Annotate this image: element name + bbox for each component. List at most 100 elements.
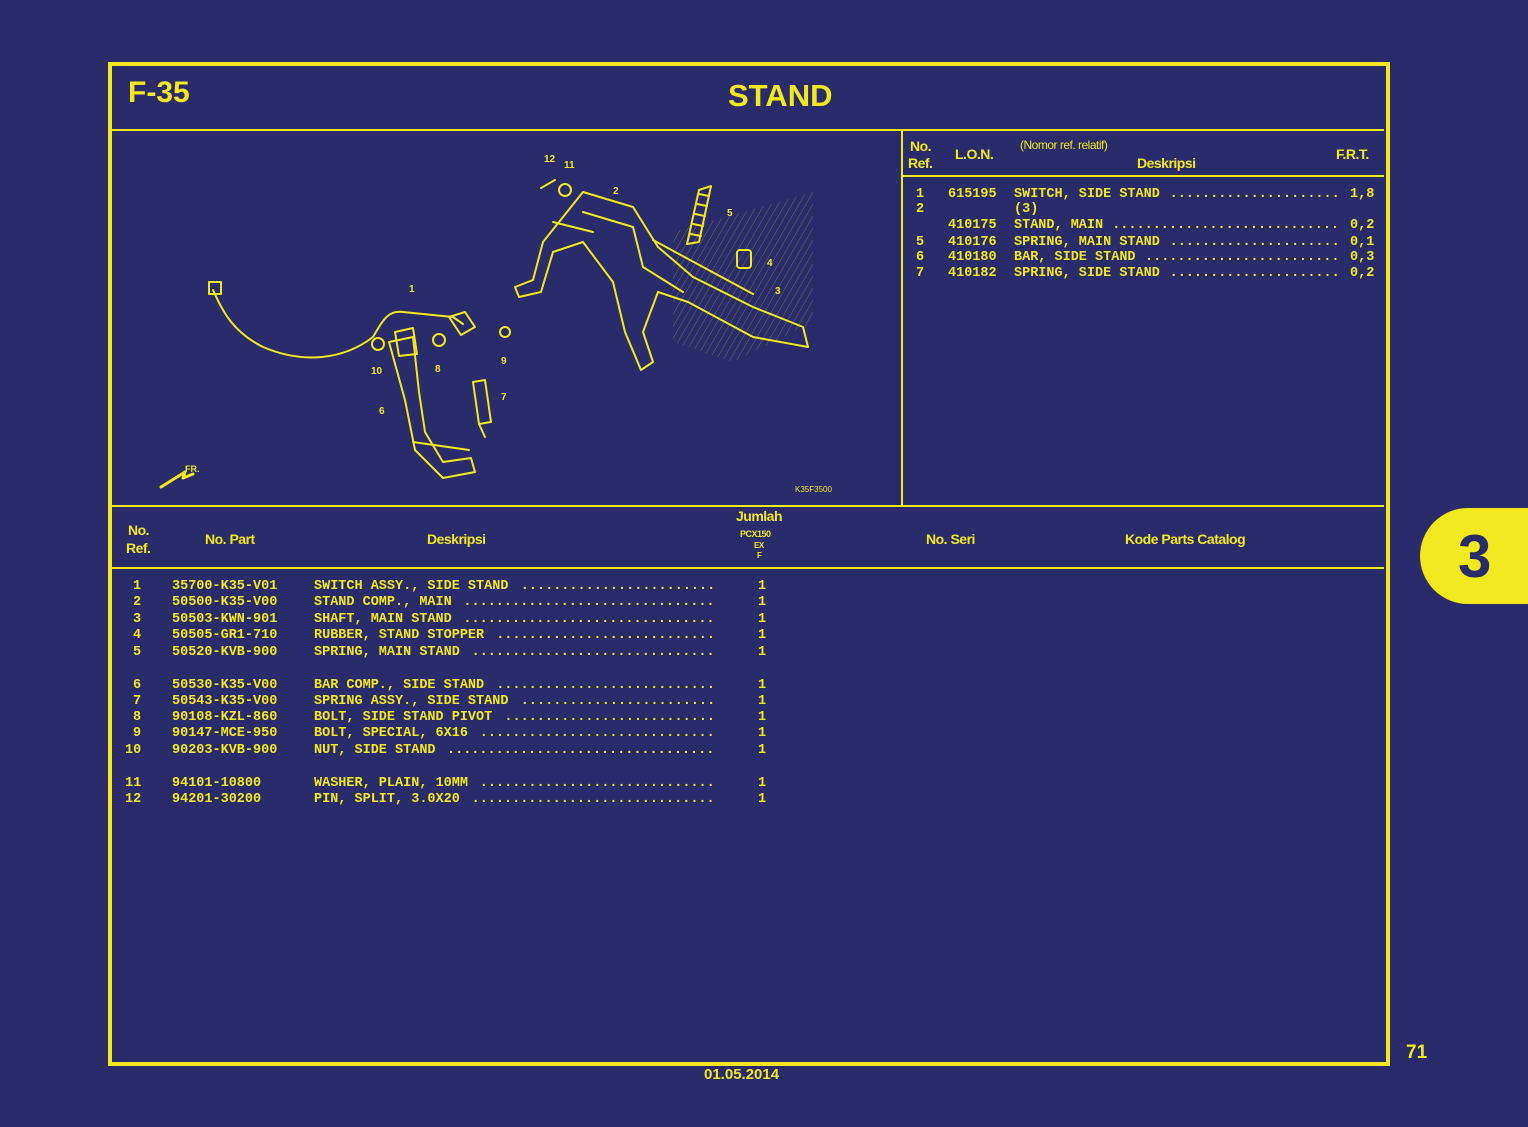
- leader-dots: ........................................…: [520, 579, 716, 594]
- catalog-frame: [108, 62, 1390, 1066]
- leader-dots: ........................................…: [463, 612, 716, 627]
- part-desc: SPRING, MAIN STAND: [314, 645, 460, 660]
- part-number: 90203-KVB-900: [172, 743, 278, 758]
- callout-3: 3: [775, 286, 781, 297]
- part-qty: 1: [758, 792, 767, 807]
- fr-label: FR.: [185, 464, 200, 474]
- frt-lon: 410182: [948, 266, 997, 281]
- callout-5: 5: [727, 208, 733, 219]
- frt-lon: 410176: [948, 235, 997, 250]
- part-qty: 1: [758, 743, 767, 758]
- leader-dots: ........................................…: [496, 678, 716, 693]
- parts-header-ref: Ref.: [126, 540, 151, 556]
- part-desc: BAR COMP., SIDE STAND: [314, 678, 485, 693]
- frt-ref: 5: [916, 235, 925, 250]
- part-ref: 7: [133, 694, 142, 709]
- frt-lon: 410175: [948, 218, 997, 233]
- diagram-right-divider: [901, 131, 903, 505]
- frt-header-lon: L.O.N.: [955, 146, 994, 162]
- frt-lon: 615195: [948, 187, 997, 202]
- frt-header-ref: Ref.: [908, 155, 933, 171]
- side-stand-spring: [472, 379, 492, 425]
- parts-header-model-ex: EX: [754, 541, 764, 550]
- part-desc: PIN, SPLIT, 3.0X20: [314, 792, 460, 807]
- frt-header-nomor-ref: (Nomor ref. relatif): [1020, 138, 1108, 152]
- part-desc: BOLT, SPECIAL, 6X16: [314, 726, 468, 741]
- part-qty: 1: [758, 579, 767, 594]
- image-code: K35F3500: [795, 485, 832, 494]
- part-number: 50505-GR1-710: [172, 628, 278, 643]
- part-number: 94201-30200: [172, 792, 262, 807]
- leader-dots: ........................................…: [447, 743, 716, 758]
- callout-9: 9: [501, 356, 507, 367]
- part-number: 50520-KVB-900: [172, 645, 278, 660]
- frt-desc: BAR, SIDE STAND: [1014, 250, 1136, 265]
- section-code: F-35: [128, 76, 190, 109]
- part-ref: 3: [133, 612, 142, 627]
- cable-connector: [208, 281, 222, 295]
- part-number: 50500-K35-V00: [172, 595, 278, 610]
- callout-4: 4: [767, 258, 773, 269]
- frt-ref: 1: [916, 187, 925, 202]
- leader-dots: ........................................…: [471, 792, 716, 807]
- rubber-stopper: [736, 249, 752, 269]
- section-tab[interactable]: 3: [1420, 508, 1528, 604]
- part-ref: 6: [133, 678, 142, 693]
- exploded-parts-diagram: 12 11 2 5 4 3 1 9 8 10 7 6 FR. K35F3500: [159, 154, 832, 494]
- callout-10: 10: [371, 366, 383, 377]
- part-ref: 9: [133, 726, 142, 741]
- part-ref: 11: [125, 776, 142, 791]
- section-tab-label: 3: [1458, 523, 1492, 590]
- frt-value: 0,3: [1350, 250, 1375, 265]
- part-desc: SPRING ASSY., SIDE STAND: [314, 694, 509, 709]
- part-number: 50543-K35-V00: [172, 694, 278, 709]
- frt-desc: STAND, MAIN: [1014, 218, 1104, 233]
- split-pin: [540, 179, 556, 189]
- part-qty: 1: [758, 628, 767, 643]
- parts-header-no: No.: [128, 522, 150, 538]
- part-ref: 4: [133, 628, 142, 643]
- frt-header-deskripsi: Deskripsi: [1137, 155, 1196, 171]
- leader-dots: ........................................…: [479, 726, 716, 741]
- parts-header-seri: No. Seri: [926, 531, 975, 547]
- part-qty: 1: [758, 726, 767, 741]
- leader-dots: ........................................…: [504, 710, 716, 725]
- part-number: 90108-KZL-860: [172, 710, 278, 725]
- diagram-bottom-divider: [112, 505, 1384, 507]
- parts-header-kode: Kode Parts Catalog: [1125, 531, 1246, 547]
- main-stand-spring: [686, 185, 712, 245]
- part-qty: 1: [758, 710, 767, 725]
- part-qty: 1: [758, 678, 767, 693]
- frt-value: 0,2: [1350, 218, 1375, 233]
- leader-dots: ........................................…: [479, 776, 716, 791]
- header-divider: [112, 129, 1384, 131]
- side-stand-bar: [388, 336, 476, 479]
- leader-dots: ........................................…: [1169, 266, 1342, 281]
- callout-6: 6: [379, 406, 385, 417]
- frt-ref: 6: [916, 250, 925, 265]
- part-number: 35700-K35-V01: [172, 579, 278, 594]
- publication-date: 01.05.2014: [704, 1066, 780, 1083]
- part-number: 50503-KWN-901: [172, 612, 278, 627]
- parts-header-jumlah: Jumlah: [736, 508, 783, 524]
- parts-header-part: No. Part: [205, 531, 255, 547]
- callout-2: 2: [613, 186, 619, 197]
- parts-header-deskripsi: Deskripsi: [427, 531, 486, 547]
- part-desc: BOLT, SIDE STAND PIVOT: [314, 710, 493, 725]
- part-qty: 1: [758, 776, 767, 791]
- leader-dots: ........................................…: [496, 628, 716, 643]
- frt-value: 0,1: [1350, 235, 1375, 250]
- frt-desc: (3): [1014, 202, 1039, 217]
- leader-dots: ........................................…: [1169, 187, 1342, 202]
- part-desc: SWITCH ASSY., SIDE STAND: [314, 579, 509, 594]
- frt-value: 0,2: [1350, 266, 1375, 281]
- bolt-special: [499, 326, 511, 338]
- part-desc: RUBBER, STAND STOPPER: [314, 628, 485, 643]
- leader-dots: ........................................…: [471, 645, 716, 660]
- part-qty: 1: [758, 694, 767, 709]
- frt-header-frt: F.R.T.: [1336, 146, 1369, 162]
- parts-header-model-f: F: [757, 551, 762, 560]
- side-stand-switch: [448, 311, 476, 336]
- frt-ref: 2: [916, 202, 925, 217]
- part-desc: WASHER, PLAIN, 10MM: [314, 776, 468, 791]
